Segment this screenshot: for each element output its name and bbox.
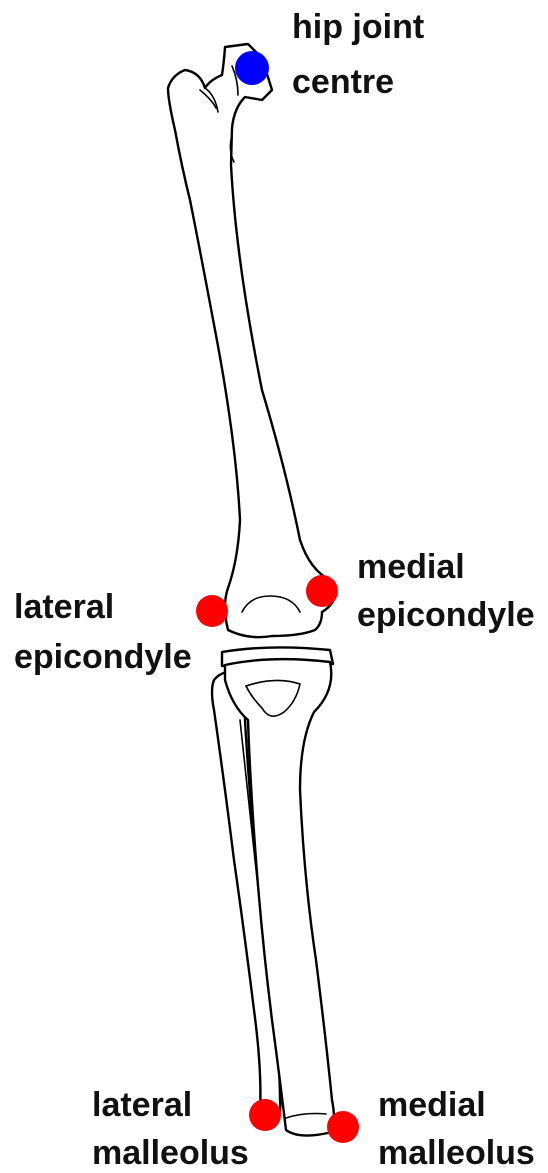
lateral-malleolus-label-line-1: lateral	[92, 1086, 249, 1124]
medial-malleolus-label: medial malleolus	[378, 1086, 535, 1172]
hip-joint-centre-label-line-2: centre	[292, 63, 424, 101]
hip-joint-centre-marker	[235, 51, 269, 85]
medial-malleolus-label-line-2: malleolus	[378, 1134, 535, 1172]
lateral-malleolus-label: lateral malleolus	[92, 1086, 249, 1172]
hip-joint-centre-label-line-1: hip joint	[292, 8, 424, 46]
femur	[168, 44, 335, 637]
medial-malleolus-marker	[327, 1111, 359, 1143]
lateral-malleolus-label-line-2: malleolus	[92, 1134, 249, 1172]
lateral-epicondyle-label: lateral epicondyle	[14, 588, 192, 676]
hip-joint-centre-label: hip joint centre	[292, 8, 424, 101]
medial-malleolus-label-line-1: medial	[378, 1086, 535, 1124]
lateral-epicondyle-marker	[196, 595, 228, 627]
medial-epicondyle-label-line-2: epicondyle	[357, 596, 535, 634]
lateral-epicondyle-label-line-2: epicondyle	[14, 638, 192, 676]
medial-epicondyle-label-line-1: medial	[357, 548, 535, 586]
femur-outline	[168, 44, 335, 637]
lateral-malleolus-marker	[249, 1099, 281, 1131]
lateral-epicondyle-label-line-1: lateral	[14, 588, 192, 626]
medial-epicondyle-marker	[306, 575, 338, 607]
medial-epicondyle-label: medial epicondyle	[357, 548, 535, 634]
